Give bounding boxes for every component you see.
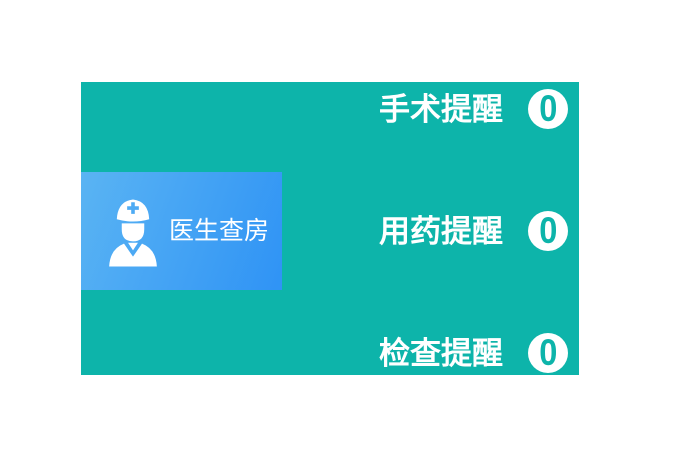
examination-count-badge: 0: [528, 333, 568, 373]
reminder-row-surgery[interactable]: 手术提醒 0: [81, 87, 568, 131]
reminder-rows: 手术提醒 0 用药提醒 0 检查提醒 0: [81, 82, 579, 375]
doctor-icon: [109, 199, 157, 267]
doctor-rounds-card[interactable]: 医生查房: [81, 172, 282, 290]
surgery-reminder-label: 手术提醒: [379, 91, 503, 127]
doctor-rounds-label: 医生查房: [169, 216, 270, 245]
examination-count: 0: [538, 331, 558, 373]
surgery-count: 0: [538, 87, 558, 129]
reminder-row-examination[interactable]: 检查提醒 0: [81, 331, 568, 375]
medication-reminder-label: 用药提醒: [379, 213, 503, 249]
examination-reminder-label: 检查提醒: [379, 335, 503, 371]
reminder-panel: 手术提醒 0 用药提醒 0 检查提醒 0: [81, 82, 579, 375]
reminder-row-medication[interactable]: 用药提醒 0: [81, 209, 568, 253]
surgery-count-badge: 0: [528, 89, 568, 129]
medication-count-badge: 0: [528, 211, 568, 251]
medication-count: 0: [538, 209, 558, 251]
